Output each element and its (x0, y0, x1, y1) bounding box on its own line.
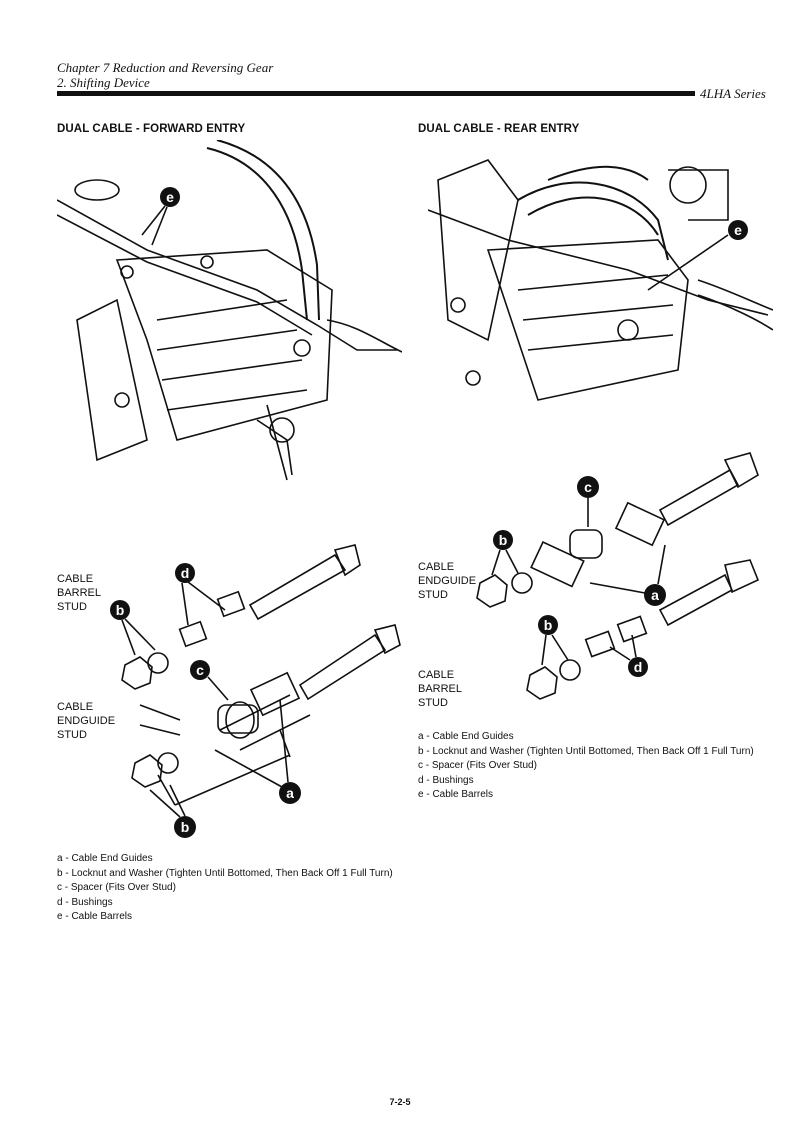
right-figure-legend: a - Cable End Guides b - Locknut and Was… (418, 730, 768, 803)
callout-d: d (609, 634, 648, 677)
svg-text:b: b (544, 617, 553, 633)
callout-b: b (491, 530, 519, 576)
svg-text:d: d (634, 659, 643, 675)
svg-text:a: a (286, 785, 294, 801)
legend-item: c - Spacer (Fits Over Stud) (57, 882, 176, 893)
callout-c: c (577, 476, 599, 527)
header-rule (57, 91, 695, 96)
page-header: Chapter 7 Reduction and Reversing Gear 2… (57, 60, 273, 90)
legend-item: a - Cable End Guides (418, 731, 514, 742)
callout-a: a (589, 544, 666, 606)
section-title: 2. Shifting Device (57, 75, 150, 90)
callout-b-lower: b (538, 615, 569, 666)
callout-c: c (190, 660, 229, 701)
callout-a: a (214, 699, 301, 804)
rear-entry-exploded-view: c b a b d (476, 452, 760, 700)
legend-item: b - Locknut and Washer (Tighten Until Bo… (57, 867, 393, 879)
legend-item: c - Spacer (Fits Over Stud) (418, 760, 537, 771)
label-line: STUD (418, 589, 448, 601)
right-figure-title: DUAL CABLE - REAR ENTRY (418, 123, 580, 135)
label-line: STUD (57, 729, 87, 741)
left-figure-legend: a - Cable End Guides b - Locknut and Was… (57, 852, 397, 925)
forward-entry-exploded-view: d b c a b (110, 544, 401, 838)
svg-text:d: d (181, 565, 190, 581)
label-line: BARREL (418, 683, 463, 695)
label-line: CABLE (57, 573, 94, 585)
label-line: CABLE (57, 701, 94, 713)
svg-text:a: a (651, 587, 659, 603)
legend-item: b - Locknut and Washer (Tighten Until Bo… (418, 745, 754, 757)
svg-text:e: e (166, 189, 174, 205)
svg-text:c: c (196, 662, 204, 678)
svg-text:b: b (499, 532, 508, 548)
label-line: ENDGUIDE (418, 575, 477, 587)
rear-entry-engine-illustration: e (428, 159, 773, 401)
svg-text:b: b (181, 819, 190, 835)
callout-b: b (110, 600, 156, 656)
callout-e: e (647, 220, 748, 291)
forward-entry-engine-illustration: e (57, 140, 402, 481)
svg-text:e: e (734, 222, 742, 238)
label-line: STUD (418, 697, 448, 709)
left-figure-title: DUAL CABLE - FORWARD ENTRY (57, 123, 246, 135)
chapter-title: Chapter 7 Reduction and Reversing Gear (57, 60, 274, 75)
page-number: 7-2-5 (389, 1097, 411, 1107)
callout-b-lower: b (149, 784, 196, 838)
label-line: CABLE (418, 669, 455, 681)
label-line: BARREL (57, 587, 102, 599)
label-line: STUD (57, 601, 87, 613)
legend-item: d - Bushings (418, 774, 474, 786)
label-line: ENDGUIDE (57, 715, 116, 727)
right-cable-barrel-stud-label: CABLE BARREL STUD (418, 668, 462, 710)
right-cable-endguide-stud-label: CABLE ENDGUIDE STUD (418, 560, 476, 602)
left-cable-barrel-stud-label: CABLE BARREL STUD (57, 572, 101, 614)
legend-item: d - Bushings (57, 896, 113, 908)
svg-text:c: c (584, 479, 592, 495)
callout-e: e (141, 187, 180, 246)
svg-text:b: b (116, 602, 125, 618)
callout-d: d (175, 563, 226, 626)
label-line: CABLE (418, 561, 455, 573)
left-cable-endguide-stud-label: CABLE ENDGUIDE STUD (57, 700, 115, 742)
series-label: 4LHA Series (700, 86, 766, 101)
legend-item: e - Cable Barrels (418, 789, 494, 800)
legend-item: a - Cable End Guides (57, 853, 153, 864)
legend-item: e - Cable Barrels (57, 911, 133, 922)
